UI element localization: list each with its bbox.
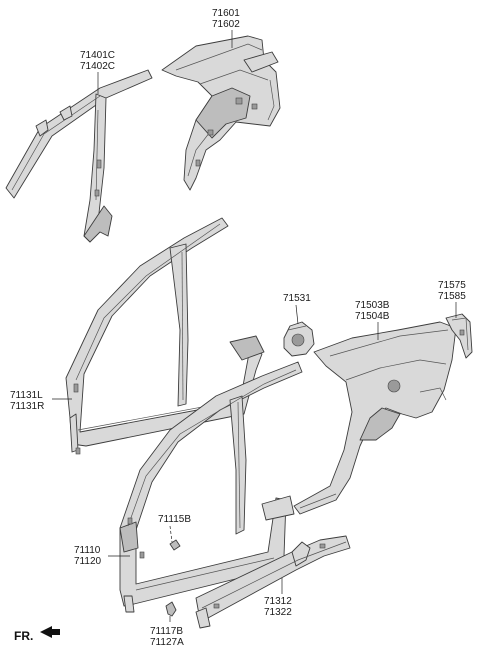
side-outer-upper-part[interactable] bbox=[65, 217, 265, 455]
label-71402c: 71402C bbox=[80, 61, 115, 72]
clip-71115b-part[interactable] bbox=[169, 539, 181, 551]
label-71131l: 71131L bbox=[10, 390, 43, 401]
label-71585: 71585 bbox=[438, 291, 466, 302]
label-71110: 71110 bbox=[74, 545, 101, 556]
side-sill-part[interactable] bbox=[195, 535, 351, 629]
label-71504b: 71504B bbox=[355, 311, 390, 322]
label-71312: 71312 bbox=[264, 596, 292, 607]
label-71120: 71120 bbox=[74, 556, 102, 567]
label-71602: 71602 bbox=[212, 19, 240, 30]
quarter-inner-panel-part[interactable] bbox=[161, 35, 281, 191]
label-71131r: 71131R bbox=[10, 401, 44, 412]
label-71531: 71531 bbox=[283, 293, 311, 304]
front-direction-label: FR. bbox=[14, 629, 33, 643]
label-71503b: 71503B bbox=[355, 300, 390, 311]
label-71322: 71322 bbox=[264, 607, 292, 618]
label-71117b: 71117B bbox=[150, 626, 183, 637]
leader-lines bbox=[52, 30, 457, 622]
arrow-front-icon bbox=[40, 626, 60, 638]
label-71127a: 71127A bbox=[150, 637, 184, 648]
label-71601: 71601 bbox=[212, 8, 240, 19]
quarter-bracket-part[interactable] bbox=[445, 313, 473, 359]
bracket-71117b-part[interactable] bbox=[165, 601, 177, 617]
side-inner-panel-part[interactable] bbox=[119, 361, 303, 613]
label-71115b: 71115B bbox=[158, 514, 191, 525]
label-71401c: 71401C bbox=[80, 50, 115, 61]
fuel-filler-housing-part[interactable] bbox=[283, 321, 315, 357]
quarter-outer-panel-part[interactable] bbox=[293, 321, 457, 515]
roof-rail-reinforcement-part[interactable] bbox=[5, 69, 153, 243]
label-71575: 71575 bbox=[438, 280, 466, 291]
